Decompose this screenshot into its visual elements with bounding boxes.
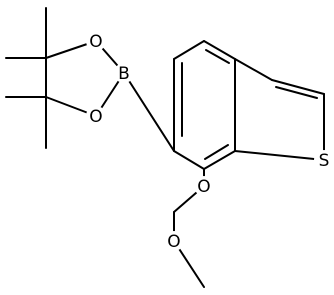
bond-c7-c6 — [173, 150, 205, 170]
sulfur-label: S — [319, 151, 330, 171]
bond-c3a-c3 — [234, 58, 273, 81]
boron-label-bg — [114, 63, 134, 83]
bond-c4-c3a-inner — [205, 49, 230, 64]
bond-layer — [5, 7, 325, 288]
ether-oxygen-label: O — [197, 177, 210, 197]
bond-c6-b — [123, 72, 175, 152]
oxygen-top-label: O — [89, 32, 102, 52]
bond-s-c7a — [234, 150, 325, 161]
atom-label-layer: B O O O O S — [86, 31, 334, 252]
bond-c7a-c7-inner — [204, 144, 229, 160]
methoxy-oxygen-label: O — [167, 232, 180, 252]
bond-c5-c4 — [173, 40, 205, 60]
bond-c3-c2 — [271, 79, 325, 95]
bond-c3-c2-inner — [275, 86, 318, 99]
oxygen-bottom-label-bg — [86, 106, 106, 126]
oxygen-bottom-label: O — [89, 107, 102, 127]
sulfur-label-bg — [314, 150, 334, 170]
methoxy-oxygen-label-bg — [164, 231, 184, 251]
oxygen-top-label-bg — [86, 31, 106, 51]
bond-c4-c3a — [203, 40, 236, 60]
bond-c7a-c7 — [203, 150, 236, 170]
boron-label: B — [118, 64, 130, 84]
ether-oxygen-label-bg — [194, 176, 214, 196]
